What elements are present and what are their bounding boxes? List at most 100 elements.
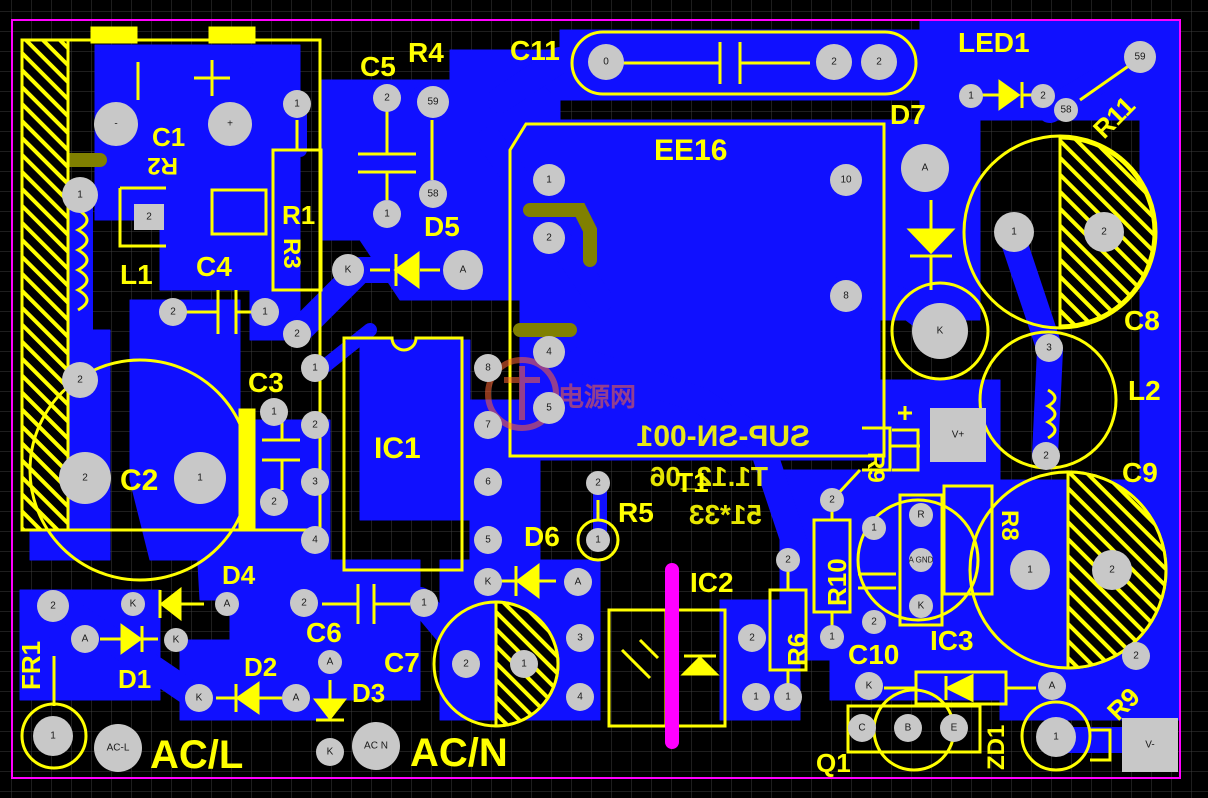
pad (820, 488, 844, 512)
label-fr1: FR1 (16, 641, 46, 690)
mirrored-bottom-text: SUP-SN-001 T1.12_06 51*33 (637, 420, 810, 530)
pad (71, 625, 99, 653)
pad (62, 177, 98, 213)
pad (776, 548, 800, 572)
pad-label: 6 (485, 477, 491, 488)
pad-label: 3 (1046, 343, 1052, 354)
label-c8: C8 (1124, 305, 1160, 336)
pad (290, 589, 318, 617)
pad-label: K (918, 601, 925, 612)
pad (419, 180, 447, 208)
pad-label: 2 (294, 329, 300, 340)
label-l1: L1 (120, 259, 153, 290)
label-d7: D7 (890, 99, 926, 130)
pad (62, 362, 98, 398)
label-c9: C9 (1122, 457, 1158, 488)
pad (901, 144, 949, 192)
pad (855, 672, 883, 700)
pad-label: 1 (77, 190, 83, 201)
pad-label: 10 (840, 175, 852, 186)
watermark-text: 电源网 (558, 382, 636, 412)
pad-label: 2 (831, 57, 837, 68)
pad-vplus (930, 408, 986, 462)
pad (260, 488, 288, 516)
pad-label: 3 (577, 633, 583, 644)
pad (894, 714, 922, 742)
label-c6: C6 (306, 617, 342, 648)
pad-label: A (575, 577, 582, 588)
pad-label: K (196, 693, 203, 704)
pad (830, 280, 862, 312)
label-r3: R3 (278, 238, 305, 269)
label-ac-n: AC/N (410, 731, 508, 775)
pad-label: 7 (485, 420, 491, 431)
pad (301, 354, 329, 382)
pad-label: A (327, 657, 334, 668)
pad (410, 589, 438, 617)
pad-label: 2 (463, 659, 469, 670)
pad-label: 2 (1109, 565, 1115, 576)
pad-label: 1 (262, 307, 268, 318)
pad (816, 44, 852, 80)
pad (59, 452, 111, 504)
pad (861, 44, 897, 80)
pad-label: V+ (952, 430, 965, 441)
label-q1: Q1 (816, 748, 851, 778)
label-d5: D5 (424, 211, 460, 242)
pad (474, 354, 502, 382)
pad (33, 716, 73, 756)
label-r2: R2 (147, 152, 178, 179)
pad-label: 1 (294, 99, 300, 110)
pad-label: 2 (312, 420, 318, 431)
pad-label: A (1049, 681, 1056, 692)
pad-label: 1 (384, 209, 390, 220)
pad-label: 1 (829, 632, 835, 643)
pad-label: AC N (364, 741, 388, 752)
watermark: 电源网 (485, 357, 636, 431)
pad (332, 254, 364, 286)
pad-label: A (293, 693, 300, 704)
pad-label: 1 (421, 598, 427, 609)
pad (862, 610, 886, 634)
label-ac-l: AC/L (150, 733, 243, 777)
pad-label: 8 (485, 363, 491, 374)
pad (1054, 98, 1078, 122)
pad-label: + (227, 119, 233, 130)
label-ic3: IC3 (930, 625, 974, 656)
pad-label: AC-L (107, 743, 130, 754)
pad (352, 722, 400, 770)
pad-label: 0 (603, 57, 609, 68)
pad-labels: - + 1 1 2 2 2 1 2 1 2 1 2 1 2 3 4 8 7 6 … (50, 52, 1155, 758)
pad-label: 5 (546, 403, 552, 414)
pad-label: 2 (1101, 227, 1107, 238)
pad-label: 1 (271, 407, 277, 418)
label-c2: C2 (120, 464, 158, 497)
pad (251, 298, 279, 326)
pad-label: 1 (521, 659, 527, 670)
pad (301, 468, 329, 496)
pad (1084, 212, 1124, 252)
mirrored-text-line3: 51*33 (689, 499, 762, 530)
pad (909, 594, 933, 618)
pad-label: A GND (909, 556, 934, 565)
pad-label: 1 (1027, 565, 1033, 576)
pad (1124, 41, 1156, 73)
pad-label: 2 (1043, 451, 1049, 462)
pad (283, 320, 311, 348)
pad (94, 102, 138, 146)
label-d6: D6 (524, 521, 560, 552)
pad-label: K (173, 635, 180, 646)
mirrored-text-line2: T1.12_06 (650, 461, 768, 492)
mirrored-text-line1: SUP-SN-001 (637, 420, 810, 453)
pad (533, 164, 565, 196)
pad (820, 625, 844, 649)
pad-label: 2 (785, 555, 791, 566)
pad (474, 468, 502, 496)
label-led1: LED1 (958, 27, 1030, 58)
pad-label: 1 (871, 523, 877, 534)
pad-label: 2 (1040, 91, 1046, 102)
pad-label: 4 (546, 347, 552, 358)
pad-label: 58 (427, 189, 439, 200)
pad-label: 1 (312, 363, 318, 374)
